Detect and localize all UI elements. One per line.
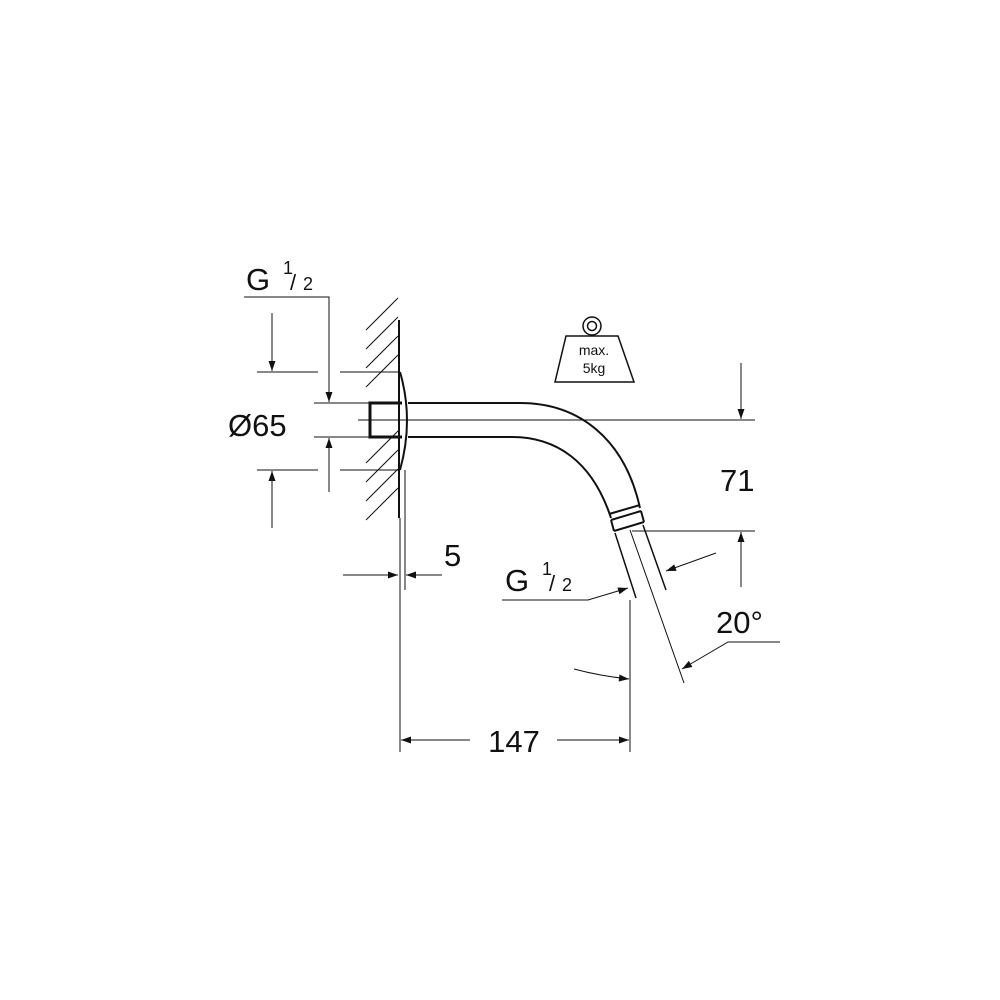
wall (365, 297, 400, 521)
angle-dimension: 20° (573, 605, 780, 682)
svg-text:1: 1 (283, 258, 293, 278)
svg-text:2: 2 (303, 274, 313, 294)
hatch-line (365, 297, 399, 331)
wall-flange (399, 371, 408, 471)
svg-text:/: / (290, 270, 297, 295)
outlet-ring (608, 504, 645, 532)
diameter-label: Ø65 (228, 408, 287, 443)
hatch-line (365, 487, 399, 521)
thread-top-label: G (246, 262, 270, 297)
shower-arm (408, 402, 685, 684)
svg-text:/: / (549, 571, 556, 596)
hatch-line (365, 316, 399, 350)
drop-label: 71 (720, 463, 754, 498)
thread-top-dimension: G 1 / 2 (244, 258, 333, 492)
offset-dimension: 5 (343, 470, 461, 590)
hatch-line (365, 354, 399, 388)
wall-hatching (365, 297, 399, 521)
hatch-line (365, 335, 399, 369)
svg-text:2: 2 (562, 575, 572, 595)
thread-outlet-label: G (505, 563, 529, 598)
diameter-dimension: Ø65 (228, 313, 398, 528)
projection-label: 147 (488, 724, 540, 759)
angle-label: 20° (716, 605, 763, 640)
weight-line1: max. (579, 342, 609, 358)
max-weight-icon: max. 5kg (554, 316, 636, 383)
hatch-line (365, 468, 399, 502)
hatch-line (365, 449, 399, 483)
outlet-axis (629, 529, 685, 684)
offset-label: 5 (444, 538, 461, 573)
thread-outlet-dimension: G 1 / 2 (502, 552, 717, 601)
drop-dimension: 71 (632, 363, 755, 587)
projection-dimension: 147 (399, 518, 631, 759)
weight-line2: 5kg (583, 360, 606, 376)
svg-text:1: 1 (542, 559, 552, 579)
